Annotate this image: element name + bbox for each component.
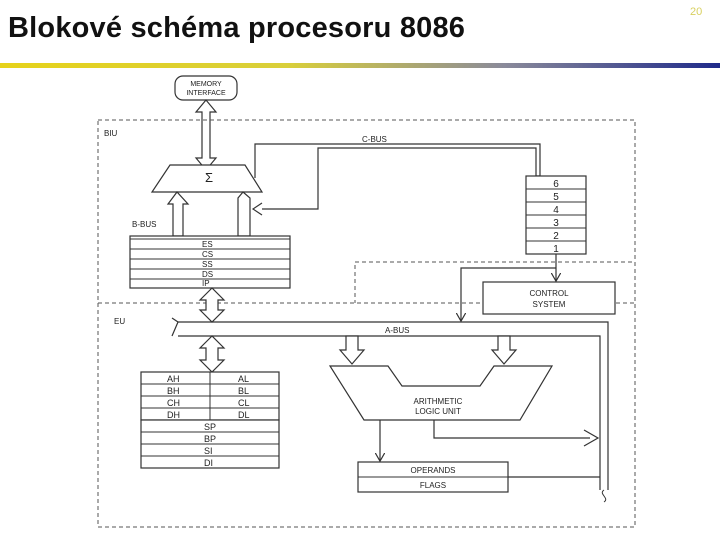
register-al: AL [238,374,249,384]
address-adder: Σ [150,164,264,193]
memory-interface-line1: MEMORY [190,81,222,88]
memory-interface-line2: INTERFACE [186,90,226,97]
control-system-line2: SYSTEM [533,300,566,309]
instruction-queue: 6 5 4 3 2 1 [525,175,587,255]
eu-frame [97,261,636,528]
register-bl: BL [238,386,249,396]
arithmetic-logic-unit: ARITHMETIC LOGIC UNIT [328,365,554,421]
register-dl: DL [238,410,250,420]
queue-slot-3: 3 [553,218,559,229]
register-ip: IP [202,279,210,288]
queue-slot-4: 4 [553,205,559,216]
queue-slot-1: 1 [553,244,559,255]
biu-label: BIU [104,129,118,138]
register-ch: CH [167,398,180,408]
memory-bus-arrow [194,99,218,171]
abus-to-registers-arrow [198,335,226,373]
sigma-symbol: Σ [205,170,213,185]
general-registers: AH BH CH DH AL BL CL DL SP BP SI DI [140,371,280,469]
slide-number: 20 [690,6,703,18]
alu-to-abus-arrowhead [583,429,600,447]
segment-registers: ES CS SS DS IP [129,235,291,289]
register-si: SI [204,446,213,456]
operands-flags-box: OPERANDS FLAGS [357,461,509,493]
register-ah: AH [167,374,180,384]
biu-frame [97,119,636,304]
register-ds: DS [202,270,213,279]
alu-to-abus-arrow [433,420,590,439]
register-ss: SS [202,260,213,269]
c-bus-label: C-BUS [362,135,387,144]
register-sp: SP [204,422,216,432]
operands-label: OPERANDS [411,466,456,475]
control-system-box: CONTROL SYSTEM [482,281,616,315]
register-di: DI [204,458,213,468]
eu-label: EU [114,317,125,326]
queue-slot-2: 2 [553,231,559,242]
c-bus: C-BUS [251,135,541,216]
a-bus: A-BUS [171,317,609,503]
register-bp: BP [204,434,216,444]
queue-slot-5: 5 [553,192,559,203]
register-cl: CL [238,398,250,408]
slide-title: Blokové schéma procesoru 8086 [8,12,466,44]
alu-input-arrow-right [490,335,518,365]
title-rule [0,63,720,68]
memory-interface-box: MEMORY INTERFACE [174,75,238,101]
register-dh: DH [167,410,180,420]
a-bus-label: A-BUS [385,326,409,335]
queue-to-abus-line [461,267,556,320]
b-bus-arrow-right [237,191,251,237]
register-es: ES [202,240,213,249]
control-system-line1: CONTROL [529,289,569,298]
b-bus-label: B-BUS [132,220,156,229]
segment-to-abus-arrow [198,287,226,323]
register-bh: BH [167,386,180,396]
alu-line1: ARITHMETIC [414,397,463,406]
queue-slot-6: 6 [553,179,559,190]
alu-input-arrow-left [338,335,366,365]
b-bus-arrow-left [166,191,190,237]
flags-label: FLAGS [420,481,446,490]
register-cs: CS [202,250,213,259]
alu-line2: LOGIC UNIT [415,407,461,416]
